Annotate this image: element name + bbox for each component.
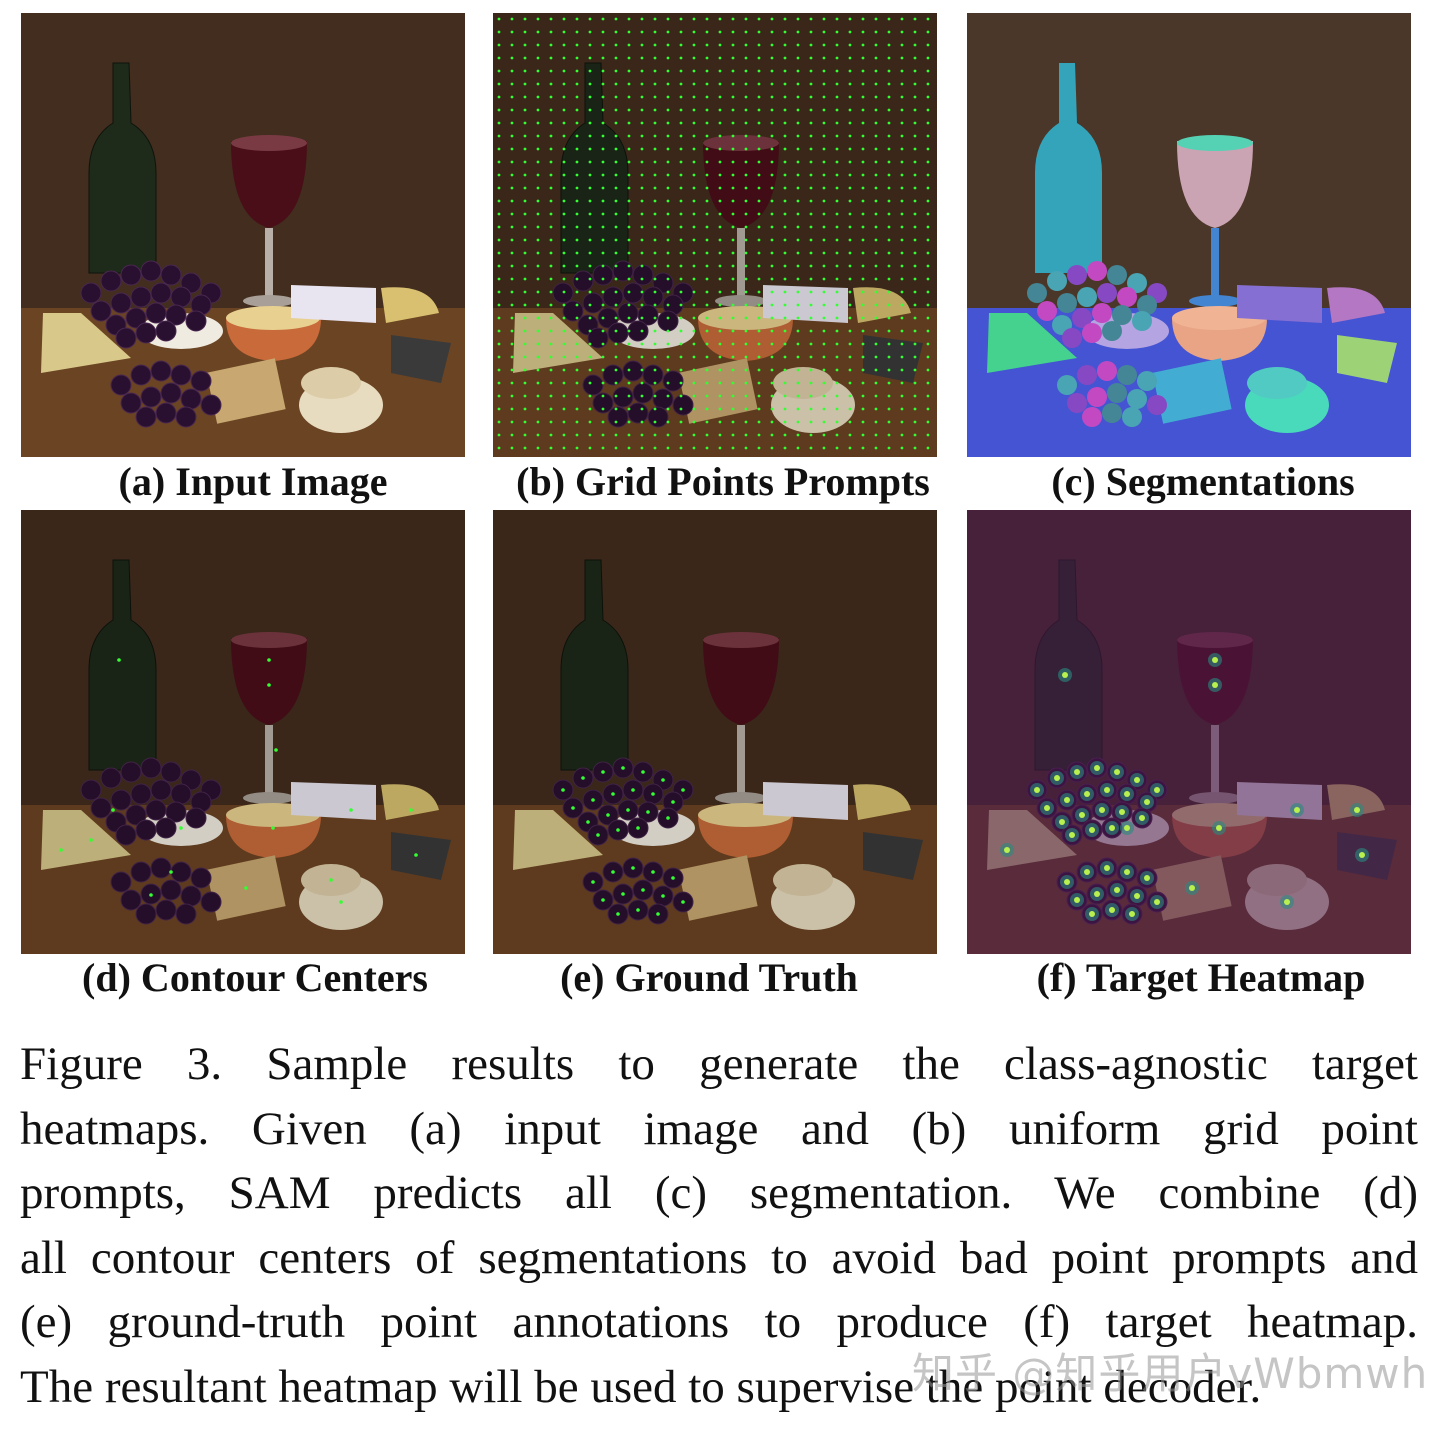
panel-d-contour-centers — [21, 510, 465, 954]
grid-points-image — [493, 13, 937, 457]
caption-line: prompts, SAM predicts all (c) segmentati… — [20, 1167, 1418, 1219]
panel-f-target-heatmap — [967, 510, 1411, 954]
caption-b: (b) Grid Points Prompts — [516, 459, 930, 504]
caption-c: (c) Segmentations — [1051, 459, 1355, 504]
caption-d: (d) Contour Centers — [82, 955, 428, 1000]
caption-line: The resultant heatmap will be used to su… — [20, 1360, 1262, 1413]
caption-line: Figure 3. Sample results to generate the… — [20, 1038, 1418, 1090]
watermark: 知乎 @知乎用户vWbmwh — [912, 1349, 1429, 1398]
caption-line: heatmaps. Given (a) input image and (b) … — [20, 1102, 1418, 1155]
panel-e-ground-truth — [493, 510, 937, 954]
panel-b-grid-points — [493, 13, 937, 457]
segmentation-image — [967, 13, 1411, 457]
caption-a: (a) Input Image — [118, 459, 388, 504]
panel-a-input-image — [21, 13, 465, 457]
input-image — [21, 13, 465, 457]
panel-c-segmentations — [967, 13, 1411, 457]
caption-e: (e) Ground Truth — [560, 955, 858, 1000]
caption-f: (f) Target Heatmap — [1036, 955, 1366, 1000]
target-heatmap-image — [967, 510, 1411, 954]
contour-centers-image — [21, 510, 465, 954]
caption-line: (e) ground-truth point annotations to pr… — [20, 1296, 1418, 1348]
ground-truth-image — [493, 510, 937, 954]
caption-line: all contour centers of segmentations to … — [20, 1231, 1418, 1284]
figure-caption: Figure 3. Sample results to generate the… — [20, 1032, 1418, 1419]
